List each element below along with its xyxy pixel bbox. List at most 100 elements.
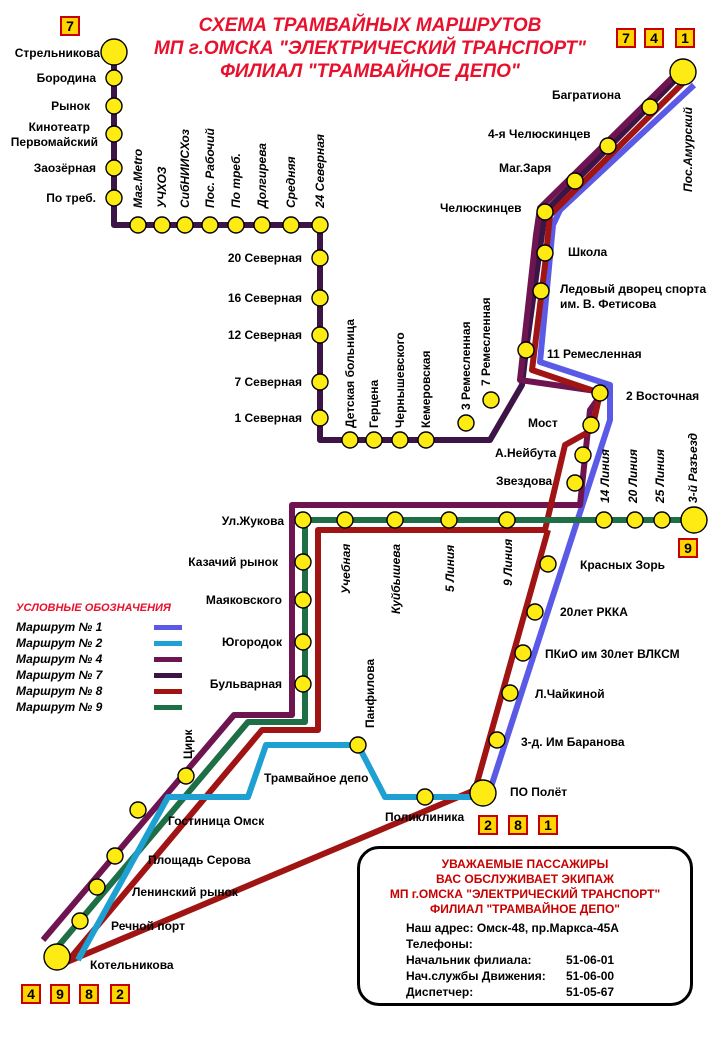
station-shkola-dot[interactable] xyxy=(536,244,554,262)
station-bagrationa-dot[interactable] xyxy=(641,98,659,116)
station-neibuta-dot[interactable] xyxy=(574,446,592,464)
station-most-dot[interactable] xyxy=(582,416,600,434)
badge-route-1-amursky[interactable]: 1 xyxy=(675,28,695,48)
station-liniya14-dot[interactable] xyxy=(595,511,613,529)
station-dolgireva-dot[interactable] xyxy=(253,216,271,234)
station-sev1-dot[interactable] xyxy=(311,409,329,427)
station-sibnii-dot[interactable] xyxy=(176,216,194,234)
info-dispatcher-phone[interactable]: 51-05-67 xyxy=(566,985,615,999)
station-uchebnaya-dot[interactable] xyxy=(336,511,354,529)
station-tsirk-dot[interactable] xyxy=(177,767,195,785)
legend: УСЛОВНЫЕ ОБОЗНАЧЕНИЯ Маршрут № 1 Маршрут… xyxy=(16,602,186,716)
station-kino-dot[interactable] xyxy=(105,125,123,143)
station-sev7-dot[interactable] xyxy=(311,373,329,391)
badge-route-9-razezd[interactable]: 9 xyxy=(678,538,698,558)
station-ledovy-dot[interactable] xyxy=(532,282,550,300)
label-liniya20: 20 Линия xyxy=(626,449,640,504)
station-razezd-dot[interactable] xyxy=(680,506,708,534)
station-pkio-dot[interactable] xyxy=(514,644,532,662)
label-ledovy2: им. В. Фетисова xyxy=(560,297,656,311)
label-sev7: 7 Северная xyxy=(235,375,303,389)
station-liniya5-dot[interactable] xyxy=(440,511,458,529)
label-liniya9: 9 Линия xyxy=(501,539,515,586)
badge-route-2-polet[interactable]: 2 xyxy=(478,815,498,835)
station-kemerov-dot[interactable] xyxy=(417,431,435,449)
station-potreb1-dot[interactable] xyxy=(105,189,123,207)
badge-route-7-strelnikova[interactable]: 7 xyxy=(60,16,80,36)
info-head-row: Начальник филиала: 51-06-01 xyxy=(360,953,690,969)
info-head-label: Начальник филиала: xyxy=(406,953,532,967)
badge-route-4-amursky[interactable]: 4 xyxy=(644,28,664,48)
station-borodina-dot[interactable] xyxy=(105,69,123,87)
station-yugorodok-dot[interactable] xyxy=(294,633,312,651)
station-rynok-dot[interactable] xyxy=(105,97,123,115)
station-kazachiy-dot[interactable] xyxy=(294,553,312,571)
station-polet-dot[interactable] xyxy=(469,779,497,807)
station-mayakovskogo-dot[interactable] xyxy=(294,591,312,609)
label-zarya: Маг.Заря xyxy=(499,161,551,175)
label-amursky: Пос.Амурский xyxy=(681,106,695,192)
station-chernysh-dot[interactable] xyxy=(391,431,409,449)
station-chaikinoy-dot[interactable] xyxy=(501,684,519,702)
station-leninsky-dot[interactable] xyxy=(88,878,106,896)
label-neibuta: А.Нейбута xyxy=(495,446,557,460)
label-potreb1: По треб. xyxy=(46,191,96,205)
station-zvezdova-dot[interactable] xyxy=(566,474,584,492)
station-liniya20-dot[interactable] xyxy=(626,511,644,529)
station-chelyuskintsev-dot[interactable] xyxy=(536,203,554,221)
station-potreb2-dot[interactable] xyxy=(227,216,245,234)
label-sev16: 16 Северная xyxy=(228,291,302,305)
station-panfilova-dot[interactable] xyxy=(349,736,367,754)
label-sibnii: СибНИИСХоз xyxy=(178,129,192,208)
station-vostochnaya-dot[interactable] xyxy=(591,384,609,402)
station-srednyaya-dot[interactable] xyxy=(282,216,300,234)
station-detskaya-dot[interactable] xyxy=(341,431,359,449)
badge-route-7-amursky[interactable]: 7 xyxy=(616,28,636,48)
badge-route-4-kotelnikova[interactable]: 4 xyxy=(21,984,41,1004)
station-kotelnikova-dot[interactable] xyxy=(43,943,71,971)
badge-route-8-kotelnikova[interactable]: 8 xyxy=(79,984,99,1004)
station-sev20-dot[interactable] xyxy=(311,249,329,267)
station-krasnyh-dot[interactable] xyxy=(539,555,557,573)
station-gostinitsa-dot[interactable] xyxy=(129,801,147,819)
station-chelyusk4-dot[interactable] xyxy=(599,137,617,155)
station-baranova-dot[interactable] xyxy=(488,731,506,749)
station-sev12-dot[interactable] xyxy=(311,326,329,344)
station-strelnikova-dot[interactable] xyxy=(100,38,128,66)
info-traffic-phone[interactable]: 51-06-00 xyxy=(566,969,615,983)
station-remesl7-dot[interactable] xyxy=(482,391,500,409)
station-liniya9-dot[interactable] xyxy=(498,511,516,529)
label-ledovy1: Ледовый дворец спорта xyxy=(560,282,707,296)
station-sev24-dot[interactable] xyxy=(311,216,329,234)
station-serova-dot[interactable] xyxy=(106,847,124,865)
station-zarya-dot[interactable] xyxy=(566,172,584,190)
label-chaikinoy: Л.Чайкиной xyxy=(535,687,605,701)
station-remesl3-dot[interactable] xyxy=(457,414,475,432)
station-bulvarnaya-dot[interactable] xyxy=(294,675,312,693)
station-rechnoy-dot[interactable] xyxy=(71,912,89,930)
station-metro-dot[interactable] xyxy=(129,216,147,234)
badge-route-1-polet[interactable]: 1 xyxy=(538,815,558,835)
label-bulvarnaya: Бульварная xyxy=(210,677,282,691)
station-poliklinika-dot[interactable] xyxy=(416,788,434,806)
info-head-phone[interactable]: 51-06-01 xyxy=(566,953,615,967)
station-liniya25-dot[interactable] xyxy=(653,511,671,529)
station-uchkhoz-dot[interactable] xyxy=(153,216,171,234)
station-sev16-dot[interactable] xyxy=(311,289,329,307)
label-krasnyh: Красных Зорь xyxy=(580,558,665,572)
station-rabochiy-dot[interactable] xyxy=(201,216,219,234)
station-remesl11-dot[interactable] xyxy=(517,341,535,359)
station-amursky-dot[interactable] xyxy=(669,58,697,86)
label-zhukova: Ул.Жукова xyxy=(222,514,285,528)
info-heading-3: МП г.ОМСКА "ЭЛЕКТРИЧЕСКИЙ ТРАНСПОРТ" xyxy=(389,887,661,901)
badge-route-2-kotelnikova[interactable]: 2 xyxy=(110,984,130,1004)
label-zaozernaya: Заозёрная xyxy=(34,161,96,175)
info-address: Наш адрес: Омск-48, пр.Маркса-45А xyxy=(406,921,619,935)
station-gertsena-dot[interactable] xyxy=(365,431,383,449)
station-zaozernaya-dot[interactable] xyxy=(105,159,123,177)
station-kuibysheva-dot[interactable] xyxy=(386,511,404,529)
station-rkka-dot[interactable] xyxy=(526,603,544,621)
station-zhukova-dot[interactable] xyxy=(294,511,312,529)
badge-route-9-kotelnikova[interactable]: 9 xyxy=(50,984,70,1004)
badge-route-8-polet[interactable]: 8 xyxy=(508,815,528,835)
